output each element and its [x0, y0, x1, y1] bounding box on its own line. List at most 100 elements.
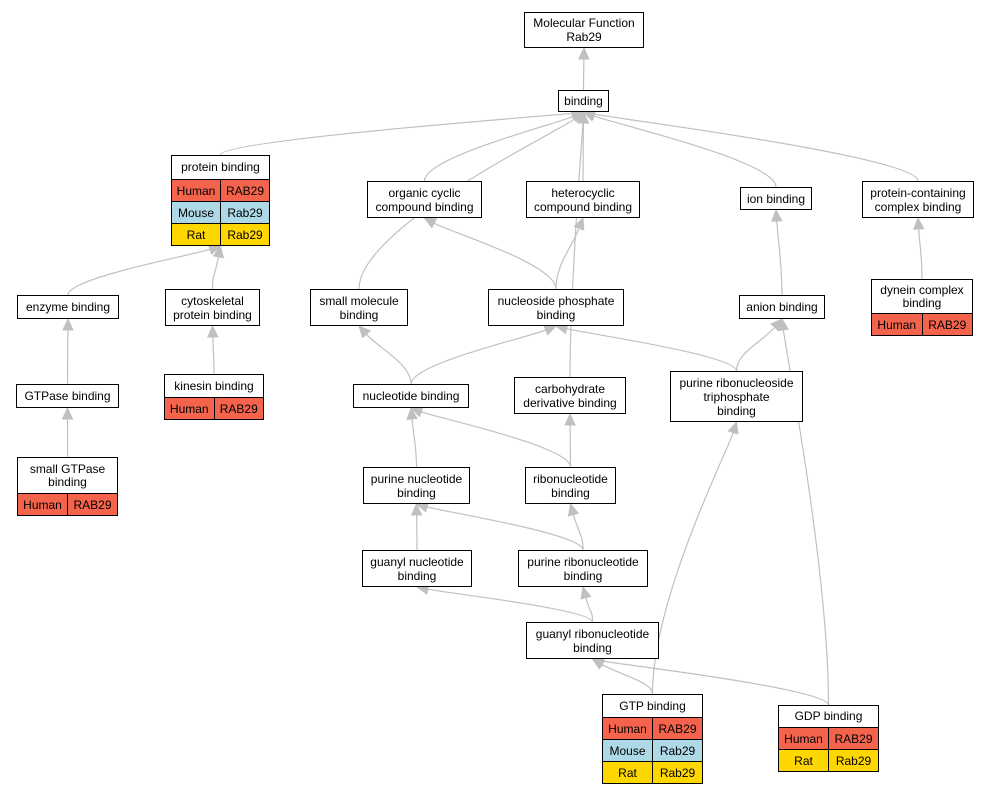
go-term-label-line: protein binding — [181, 160, 260, 174]
arrowhead-icon — [61, 406, 74, 420]
arrowhead-icon — [912, 216, 925, 230]
gene-symbol-cell[interactable]: RAB29 — [220, 180, 269, 201]
edge-gdp_binding-to-anion_binding — [782, 329, 830, 706]
go-term-enzyme-binding[interactable]: enzyme binding — [17, 295, 119, 319]
arrowhead-icon — [543, 324, 558, 336]
arrowhead-icon — [62, 317, 74, 331]
edge-guanyl_ribonucleotide-to-purine_ribonucleotide — [585, 597, 594, 623]
arrowhead-icon — [777, 317, 790, 332]
go-term-label-line: Rab29 — [566, 30, 602, 44]
arrowhead-icon — [564, 412, 576, 426]
go-term-label-line: protein binding — [173, 307, 252, 322]
edge-cytoskeletal-to-protein_binding — [211, 256, 220, 290]
go-term-label-line: ribonucleotide — [533, 471, 608, 486]
gene-symbol-cell[interactable]: RAB29 — [213, 398, 264, 419]
go-term-label-line: binding — [564, 94, 603, 108]
species-cell: Human — [169, 401, 209, 416]
arrowhead-icon — [410, 502, 423, 516]
gene-symbol-cell[interactable]: RAB29 — [828, 728, 878, 749]
go-term-label-line: enzyme binding — [25, 300, 111, 314]
go-term-label-line: binding — [397, 485, 436, 500]
gene-symbol-cell[interactable]: Rab29 — [652, 762, 702, 783]
edge-purine_ribonucleotide-to-purine_nucleotide — [426, 506, 584, 551]
edge-nucleotide_binding-to-nucleoside_phosphate — [410, 329, 547, 385]
go-term-label-line: small molecule — [319, 293, 399, 308]
arrowhead-icon — [212, 244, 225, 259]
gene-symbol-cell[interactable]: RAB29 — [921, 314, 973, 335]
edge-carbohydrate-to-binding — [569, 122, 584, 378]
gene-row-rat: Rat Rab29 — [603, 762, 702, 783]
go-term-label-line: purine nucleotide — [370, 471, 463, 486]
go-term-label-line: ion binding — [746, 191, 806, 206]
go-term-label-line: kinesin binding — [174, 378, 254, 393]
edge-protein_complex-to-binding — [594, 113, 919, 182]
gene-symbol-cell[interactable]: RAB29 — [652, 718, 702, 739]
gene-symbol-cell[interactable]: Rab29 — [220, 202, 269, 223]
go-term-binding[interactable]: binding — [558, 90, 609, 112]
go-term-label-line: binding — [902, 295, 942, 310]
go-term-gtpase-binding[interactable]: GTPase binding — [16, 384, 119, 408]
go-term-label-line: Molecular Function — [533, 16, 635, 30]
gene-symbol-cell[interactable]: Rab29 — [828, 750, 878, 771]
go-term-label-line: binding — [551, 485, 590, 500]
go-term-label-line: cytoskeletal — [181, 293, 244, 308]
edge-purine_rnt_triphosphate-to-nucleoside_phosphate — [566, 328, 738, 372]
go-term-label-line: binding — [573, 640, 612, 655]
go-term-label-line: binding — [717, 403, 756, 418]
go-term-anion-binding[interactable]: anion binding — [739, 295, 825, 319]
edge-gdp_binding-to-guanyl_ribonucleotide — [603, 660, 830, 706]
go-term-label-line: GTP binding — [619, 698, 686, 713]
edge-dynein-to-protein_complex — [918, 228, 923, 280]
go-term-title: GDP binding — [779, 706, 878, 728]
go-term-ion-binding[interactable]: ion binding — [740, 187, 812, 210]
gene-symbol-cell[interactable]: Rab29 — [220, 224, 269, 245]
edge-gtp_binding-to-purine_rnt_triphosphate — [651, 432, 734, 695]
species-cell: Rat — [186, 227, 206, 242]
go-term-label-line: binding — [397, 568, 437, 583]
go-term-nucleotide-binding[interactable]: nucleotide binding — [353, 384, 469, 408]
go-term-label-line: small GTPase — [29, 461, 106, 476]
go-term-title: protein binding — [172, 156, 269, 180]
edge-nucleoside_phosphate-to-organic_cyclic — [433, 222, 557, 290]
arrowhead-icon — [727, 420, 739, 435]
gene-symbol-cell[interactable]: RAB29 — [67, 494, 117, 515]
gene-row-human: Human RAB29 — [172, 180, 269, 202]
gene-symbol-cell[interactable]: Rab29 — [652, 740, 702, 761]
species-cell: Human — [877, 317, 917, 332]
edge-purine_ribonucleotide-to-ribonucleotide — [572, 514, 584, 551]
go-term-label-line: nucleoside phosphate — [497, 293, 615, 308]
go-term-label-line: triphosphate — [703, 389, 770, 404]
arrowhead-icon — [580, 585, 592, 600]
go-term-label-line: carbohydrate — [534, 381, 606, 396]
go-term-label-line: derivative binding — [523, 395, 617, 410]
species-cell: Human — [784, 731, 823, 746]
gene-row-human: Human RAB29 — [872, 314, 972, 335]
edge-guanyl_ribonucleotide-to-guanyl_nucleotide — [427, 588, 594, 623]
species-cell: Rat — [618, 765, 637, 780]
species-cell: Human — [176, 183, 216, 198]
